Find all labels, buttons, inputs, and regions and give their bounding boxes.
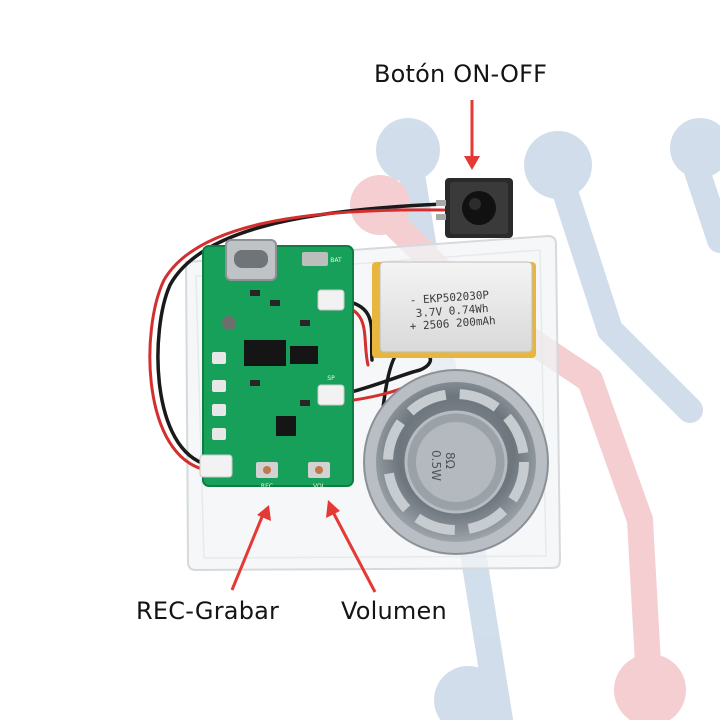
rec-button-label: REC-Grabar (136, 597, 280, 625)
annotation-arrows (230, 100, 480, 593)
pcb-vol-silkscreen: VOL (313, 483, 326, 490)
on-off-button-component (436, 178, 513, 238)
speaker: 8Ω 0.5W (363, 369, 549, 555)
pcb-sp-silkscreen: SP (327, 375, 335, 382)
pcb-board: REC VOL BAT SP (199, 239, 354, 490)
speaker-impedance-text: 8Ω (443, 452, 457, 469)
on-off-button-label: Botón ON-OFF (374, 60, 548, 88)
arrow-to-rec-button (230, 511, 266, 591)
battery-capacity-text: + 2506 200mAh (409, 314, 496, 333)
pcb-rec-silkscreen: REC (261, 483, 273, 490)
lipo-battery: - EKP502030P 3.7V 0.74Wh + 2506 200mAh (372, 261, 536, 358)
pcb-bat-silkscreen: BAT (330, 257, 342, 264)
battery-voltage-text: 3.7V 0.74Wh (415, 302, 489, 320)
speaker-power-text: 0.5W (429, 450, 443, 481)
arrow-to-vol-button (331, 511, 377, 593)
volume-button-label: Volumen (341, 597, 447, 625)
battery-model-text: - EKP502030P (409, 288, 490, 307)
